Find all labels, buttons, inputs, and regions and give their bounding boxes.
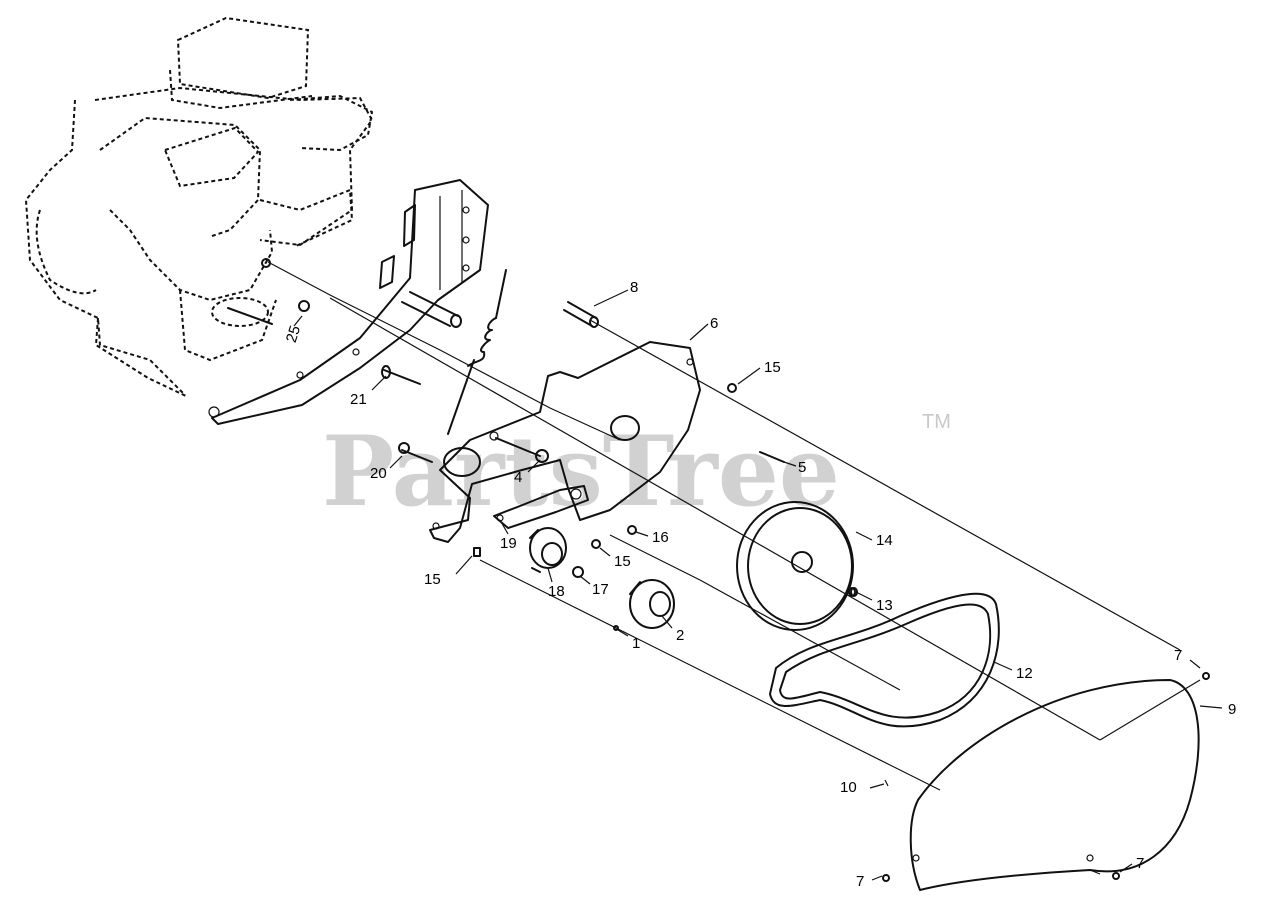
callout-14: 14: [876, 532, 893, 549]
hardware: [298, 300, 1210, 882]
callout-16: 16: [652, 529, 669, 546]
callout-15-lower: 15: [424, 571, 441, 588]
callout-9: 9: [1228, 701, 1236, 718]
callout-15-upper: 15: [764, 359, 781, 376]
callout-7-top: 7: [1174, 647, 1182, 664]
callout-20: 20: [370, 465, 387, 482]
callout-25: 25: [283, 324, 304, 345]
leader-lines: [293, 289, 1223, 881]
callout-6: 6: [710, 315, 718, 332]
pulley-2: [629, 579, 675, 629]
engine-bracket: [208, 179, 489, 425]
callout-7-bottom-left: 7: [856, 873, 864, 890]
callout-8: 8: [630, 279, 638, 296]
watermark-text: PartsTree: [322, 415, 840, 528]
callout-labels: 8 6 15 25 21 20 4 5 19 16 15 14 15 18 17…: [283, 279, 1236, 890]
idler-arm: [493, 485, 589, 529]
drive-belt-12: [769, 592, 1000, 728]
callout-13: 13: [876, 597, 893, 614]
large-pulley-14: [736, 501, 856, 631]
callout-21: 21: [350, 391, 367, 408]
callout-10: 10: [840, 779, 857, 796]
callout-15-middle: 15: [614, 553, 631, 570]
watermark-trademark: TM: [922, 411, 951, 433]
callout-2: 2: [676, 627, 684, 644]
shafts-and-axes: [267, 261, 1201, 791]
callout-4: 4: [514, 469, 522, 486]
tension-spring: [447, 269, 507, 435]
callout-19: 19: [500, 535, 517, 552]
callout-1: 1: [632, 635, 640, 652]
callout-17: 17: [592, 581, 609, 598]
callout-18: 18: [548, 583, 565, 600]
mounting-plate: [429, 341, 701, 543]
callout-7-bottom-right: 7: [1136, 855, 1144, 872]
belt-guard-cover-9: [884, 679, 1200, 891]
engine-assembly: [24, 16, 374, 397]
pulley-18: [529, 527, 567, 573]
callout-5: 5: [798, 459, 806, 476]
callout-12: 12: [1016, 665, 1033, 682]
